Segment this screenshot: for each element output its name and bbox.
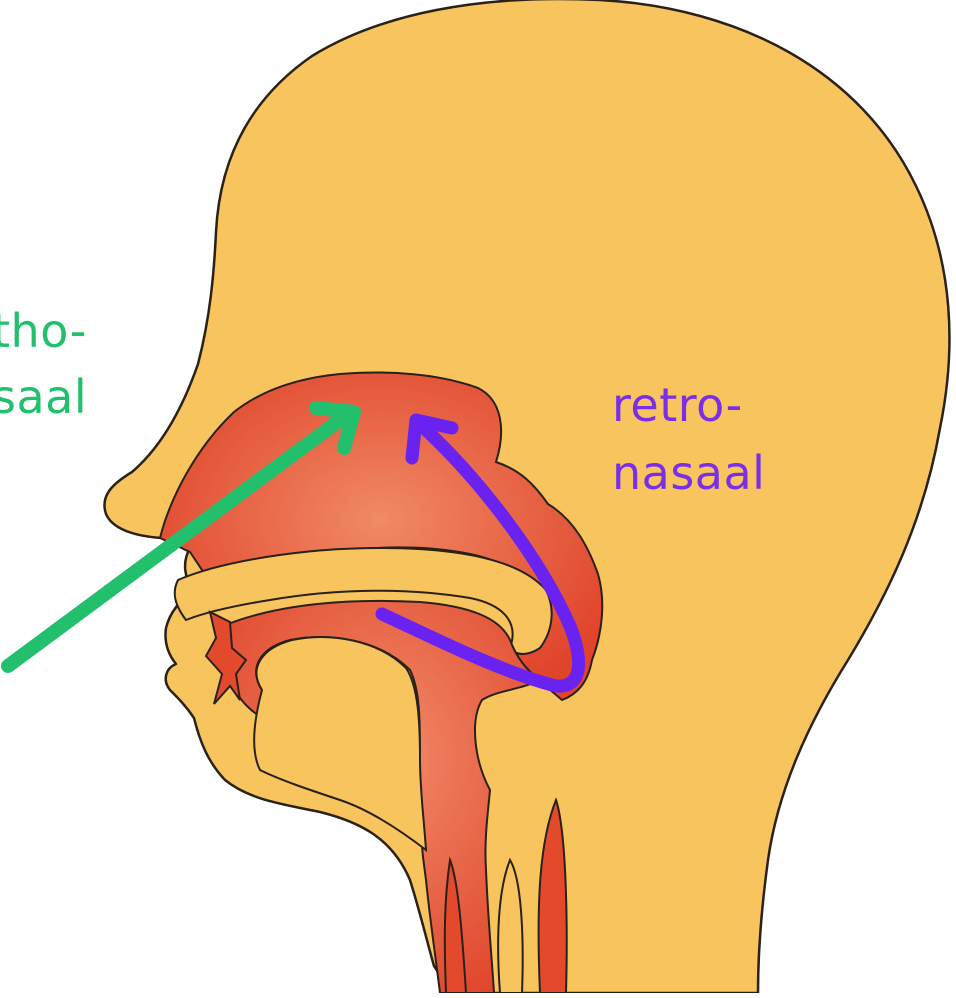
retronasal-label-line2: nasaal [612, 444, 765, 502]
orthonasal-label-line2: saal [0, 368, 87, 426]
orthonasal-label-line1: tho- [0, 302, 87, 360]
retronasal-label-line1: retro- [612, 376, 743, 434]
